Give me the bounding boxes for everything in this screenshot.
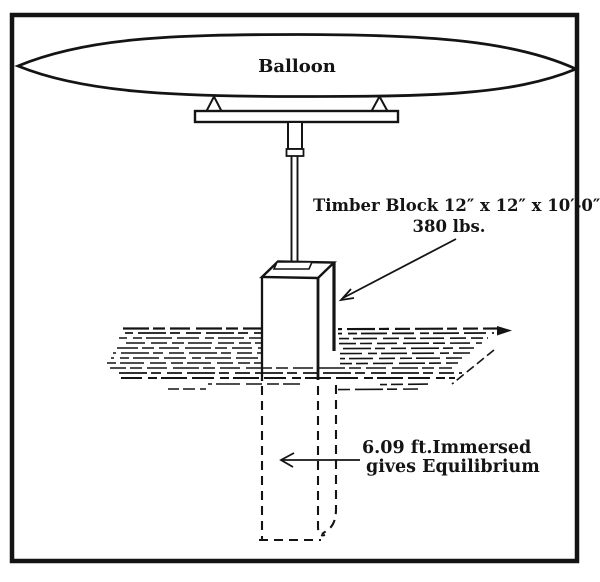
water-hatch-line <box>337 332 495 335</box>
water-surface-hatching <box>107 327 501 391</box>
timber-block-front-face <box>263 277 317 366</box>
water-surface-arrow-tick <box>497 326 512 336</box>
immersion-note-line2: gives Equilibrium <box>366 457 540 477</box>
block-dimensions-label: Timber Block 12″ x 12″ x 10′-0″ <box>313 196 600 215</box>
water-hatch-line <box>338 342 483 345</box>
hanger-sleeve-cap <box>285 148 305 157</box>
block-weight-label: 380 lbs. <box>412 217 485 236</box>
water-hatch-line <box>338 347 477 350</box>
spreader-bar <box>193 109 400 124</box>
rod-connection-plate <box>272 261 314 270</box>
water-right-taper-line <box>451 349 495 385</box>
suspension-triangle-right <box>369 94 390 113</box>
balloon-outline <box>14 33 580 98</box>
suspension-triangle-left <box>204 94 224 113</box>
immersion-leader-arrow <box>279 452 360 468</box>
hanger-sleeve <box>287 121 303 150</box>
figure-frame <box>9 12 580 564</box>
water-hatch-line <box>339 357 465 360</box>
water-hatch-line <box>339 352 471 355</box>
immersed-front-right-edge <box>316 386 326 537</box>
water-hatch-line <box>337 388 419 391</box>
immersed-back-right-edge <box>321 385 338 535</box>
water-hatch-line <box>339 362 459 365</box>
water-hatch-line <box>337 327 501 331</box>
block-leader-arrow <box>338 238 457 302</box>
water-hatch-line <box>338 337 489 340</box>
immersion-leader-arrowhead <box>279 452 295 468</box>
balloon-label: Balloon <box>258 56 336 77</box>
block-leader-arrowhead <box>338 288 355 302</box>
water-hatch-line <box>379 383 433 386</box>
immersed-block-outline <box>259 385 338 542</box>
immersion-note-line1: 6.09 ft.Immersed <box>362 438 531 458</box>
